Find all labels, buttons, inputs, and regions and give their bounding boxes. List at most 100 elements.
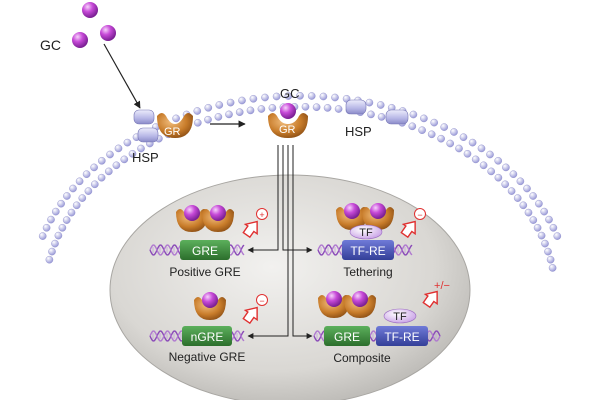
membrane-lipid [537,231,546,240]
membrane-lipid [48,247,56,256]
membrane-lipid [529,216,538,224]
membrane-lipid [69,184,77,193]
membrane-lipid [246,106,255,115]
gre-composite-box [324,326,370,346]
membrane-lipid [487,167,496,176]
gr-receptor-label: GR [164,126,181,138]
ligand-sphere [82,2,98,18]
membrane-lipid [446,139,455,148]
hsp-right-label: HSP [345,124,372,139]
ligand-sphere [72,32,88,48]
sign-badge [414,208,426,220]
membrane-lipid [365,98,374,107]
membrane-lipid [533,223,542,232]
tf-oval [349,224,383,240]
membrane-lipid [193,107,202,115]
membrane-lipid [312,103,321,111]
membrane-lipid [376,101,385,109]
membrane-lipid [553,232,562,240]
sign-minus-negative: − [259,296,264,306]
sign-minus: − [417,210,422,220]
membrane-lipid [450,128,458,136]
membrane-lipid [105,167,113,176]
membrane-lipid [123,138,132,147]
membrane-lipid [128,149,137,158]
membrane-lipid [257,105,266,113]
membrane-lipid [440,123,449,131]
membrane-lipid [284,92,293,100]
membrane-lipid [90,163,98,172]
tf-oval [383,308,417,324]
membrane-lipid [301,103,310,111]
tfre-composite-box [376,326,428,346]
tfre-box [342,240,394,260]
membrane-lipid [455,144,463,153]
ligand-sphere [280,103,296,119]
membrane-lipid [62,216,71,224]
up-arrow-icon [400,220,416,239]
membrane-lipid [54,231,63,240]
composite-label: Composite [333,351,391,365]
membrane-lipid [51,239,59,248]
membrane-lipid [63,192,71,200]
tf-tethering-label: TF [359,227,373,239]
membrane-lipid [463,149,472,158]
membrane-lipid [437,134,445,143]
membrane-lipid [334,105,343,113]
membrane-lipid [507,187,516,195]
membrane-lipid [91,180,99,189]
ligand-sphere [210,205,226,221]
ligand-sphere [370,203,386,219]
up-arrow-icon [242,306,258,325]
membrane-lipid [47,215,55,224]
ligand-sphere [344,203,360,219]
membrane-lipid [323,104,332,112]
ngre-box [182,326,232,346]
membrane-lipid [546,255,555,264]
membrane-lipid [430,118,439,127]
membrane-lipid [112,161,121,170]
membrane-lipid [535,199,543,208]
membrane-lipid [319,92,328,101]
membrane-lipid [549,223,558,232]
membrane-lipid [545,215,553,224]
membrane-lipid [97,173,106,182]
membrane-lipid [106,150,114,159]
ligand-sphere [184,205,200,221]
membrane-lipid [468,138,477,147]
membrane-lipid [75,177,84,186]
gr-complex-label: GR [279,124,296,136]
hsp-pill [137,127,159,143]
membrane-lipid [516,177,525,186]
nuclear-translocation-lines [247,145,313,339]
membrane-lipid [214,113,223,121]
membrane-lipid [548,264,557,272]
membrane-lipid [272,92,281,101]
membrane-lipid [409,110,418,119]
nucleus [109,174,471,400]
gre-label: GRE [192,244,218,258]
negative-gre-label: Negative GRE [169,350,246,364]
membrane-lipid [494,156,503,165]
membrane-lipid [420,114,428,123]
membrane-lipid [477,144,486,153]
membrane-lipid [502,163,510,172]
membrane-lipid [307,92,316,100]
hsp-pill [345,99,367,115]
hsp-left-label: HSP [132,150,159,165]
membrane-lipid [137,144,145,153]
tethering-label: Tethering [343,265,392,279]
membrane-lipid [114,144,123,153]
membrane-lipid [519,201,528,210]
membrane-lipid [84,187,93,195]
membrane-lipid [544,247,552,256]
membrane-lipid [52,207,60,216]
hsp-pill [133,109,155,125]
ligand-sphere [326,291,342,307]
gre-composite-label: GRE [334,330,360,344]
membrane-lipid [226,98,235,107]
membrane-lipid [261,93,269,102]
ligand-sphere [100,25,116,41]
tf-re-label: TF-RE [350,244,385,258]
